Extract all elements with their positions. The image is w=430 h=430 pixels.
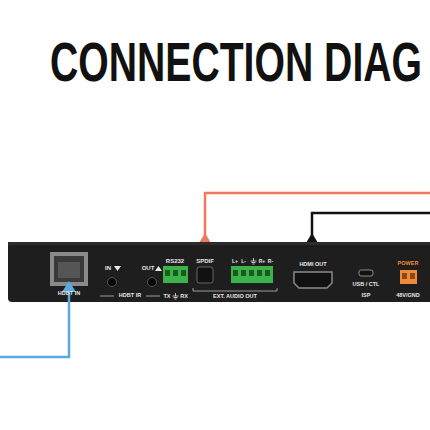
pin-name: L+	[232, 259, 238, 264]
port-label: EXT. AUDIO OUT	[213, 294, 257, 300]
terminal-pin	[257, 270, 262, 276]
port-label: RS232	[166, 258, 184, 264]
device-panel	[8, 242, 430, 302]
rj45-inner	[54, 256, 84, 282]
ir-jack	[148, 278, 157, 287]
rj45-port	[50, 252, 88, 286]
spdif-port	[197, 267, 213, 283]
ground-symbol	[173, 293, 179, 299]
jack-label: OUT	[142, 265, 155, 271]
wire-arrowhead	[306, 233, 318, 243]
pin-name: L-	[241, 259, 246, 264]
out-triangle	[155, 266, 162, 271]
port-label: HDMI OUT	[299, 262, 326, 268]
spdif-wire	[205, 193, 430, 236]
port-label: SPDIF	[196, 258, 214, 264]
wire-arrowhead	[199, 233, 211, 243]
hdbt-wire	[0, 288, 69, 357]
power-terminal	[400, 270, 417, 284]
diagram-title: CONNECTION DIAG	[50, 34, 422, 90]
panel-edge	[8, 242, 430, 245]
terminal-pin	[410, 273, 415, 279]
bracket-line	[146, 296, 160, 297]
rj45-socket	[58, 262, 80, 278]
port-label: USB / CTL	[353, 282, 380, 288]
pin-name: R-	[268, 259, 273, 264]
ground-symbol	[251, 258, 257, 264]
terminal-pin	[181, 270, 186, 276]
port-label: 48V/GND	[396, 293, 420, 299]
port-label: ISP	[362, 293, 371, 299]
terminal-pin	[233, 270, 238, 276]
bracket-line	[193, 288, 277, 291]
terminal-pin	[165, 270, 170, 276]
terminal-pin	[173, 270, 178, 276]
rs232-terminal	[163, 266, 188, 283]
port-label: HDBT IN	[58, 291, 80, 297]
terminal-pin	[241, 270, 246, 276]
pin-name: TX	[163, 294, 170, 300]
terminal-pin	[402, 273, 407, 279]
hdmi-port	[294, 272, 332, 288]
pin-name: RX	[180, 294, 188, 300]
bracket-line	[100, 296, 114, 297]
port-label: POWER	[398, 261, 419, 267]
terminal-pin	[249, 270, 254, 276]
audio-terminal	[231, 266, 273, 283]
port-label: HDBT IR	[119, 293, 141, 299]
in-triangle	[114, 266, 121, 271]
usb-port	[359, 270, 373, 276]
ir-jack	[108, 278, 117, 287]
pin-name: R+	[259, 259, 266, 264]
hdmi-wire	[312, 213, 430, 236]
terminal-pin	[265, 270, 270, 276]
jack-label: IN	[105, 265, 111, 271]
